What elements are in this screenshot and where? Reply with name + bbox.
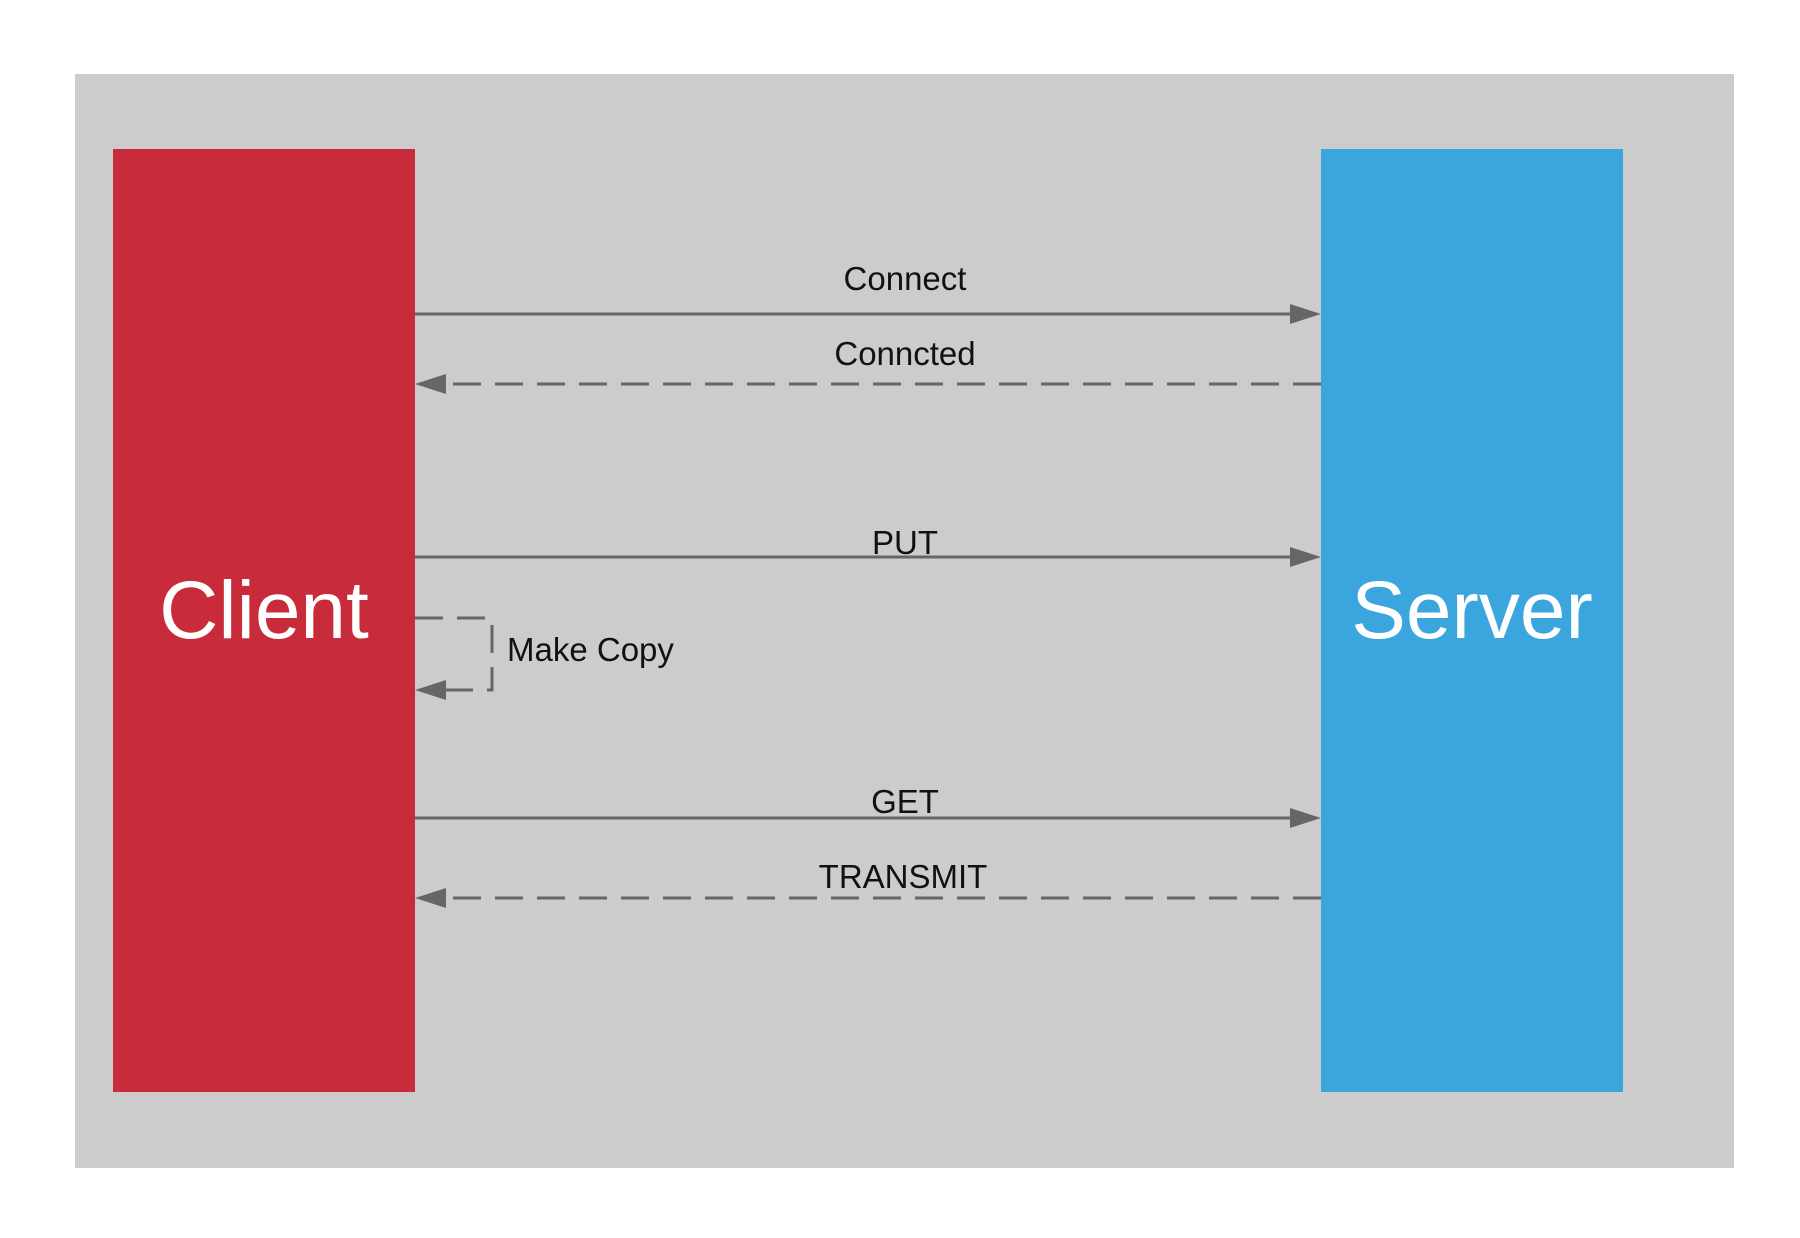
server-label: Server (1351, 565, 1593, 656)
client-label: Client (159, 565, 369, 656)
message-label: TRANSMIT (819, 858, 988, 895)
arrowhead-icon (415, 680, 446, 700)
arrowhead-icon (1290, 304, 1321, 324)
arrowhead-icon (1290, 547, 1321, 567)
client-actor: Client (113, 149, 415, 1092)
message-label: GET (871, 783, 939, 820)
message-transmit: TRANSMIT (415, 858, 1321, 908)
arrowhead-icon (1290, 808, 1321, 828)
message-get: GET (415, 783, 1321, 828)
message-label: PUT (872, 524, 938, 561)
server-actor: Server (1321, 149, 1623, 1092)
message-make-copy: Make Copy (415, 616, 674, 700)
message-conncted: Conncted (415, 335, 1321, 394)
message-arrow (415, 616, 494, 692)
message-label: Conncted (834, 335, 975, 372)
message-label: Make Copy (507, 631, 674, 668)
message-connect: Connect (415, 260, 1321, 324)
client-box (113, 149, 415, 1092)
arrowhead-icon (415, 374, 446, 394)
message-put: PUT (415, 524, 1321, 567)
message-label: Connect (844, 260, 967, 297)
arrowhead-icon (415, 888, 446, 908)
server-box (1321, 149, 1623, 1092)
